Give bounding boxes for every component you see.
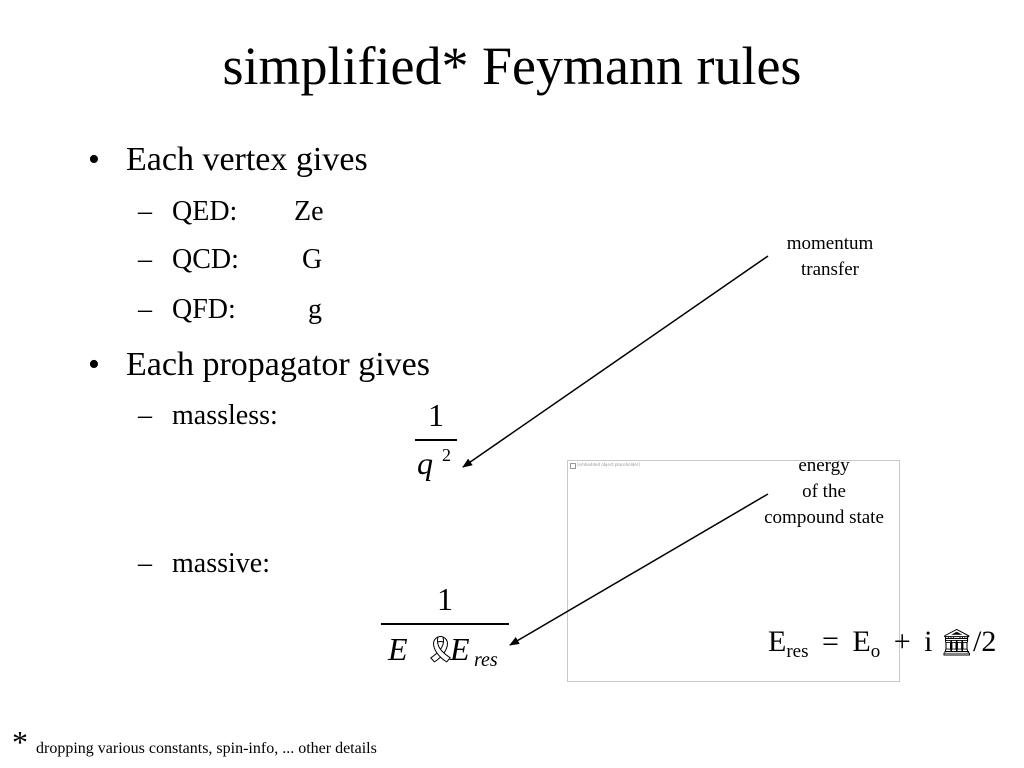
dash-icon: – xyxy=(138,244,152,275)
bullet-dot-icon: • xyxy=(88,346,100,383)
footnote: * dropping various constants, spin-info,… xyxy=(12,724,377,761)
eres-sub: res xyxy=(786,641,809,662)
placeholder-icon xyxy=(570,463,576,469)
energy-arrow xyxy=(509,493,769,646)
resonance-formula: Eres = Eo + i 🏛/2 xyxy=(768,624,996,670)
annotation-compound-energy: energy of the compound state xyxy=(745,453,903,531)
bullet-text: Each propagator gives xyxy=(126,346,430,383)
slide-title: simplified* Feymann rules xyxy=(222,36,802,96)
sub-bullet-value: g xyxy=(308,294,322,325)
e0-sub: o xyxy=(870,641,881,662)
annotation-line: of the xyxy=(802,481,846,502)
sub-bullet-label: QCD: xyxy=(172,244,239,275)
annotation-line: energy xyxy=(798,455,850,476)
dash-icon: – xyxy=(138,400,152,431)
massive-denominator: E 🎗 E res xyxy=(380,625,510,673)
dash-icon: – xyxy=(138,196,152,227)
building-glyph-icon: 🏛 xyxy=(940,628,974,657)
imaginary-i: i xyxy=(924,625,933,658)
massless-formula: 1 q 2 xyxy=(414,397,458,485)
bullet-text: Each vertex gives xyxy=(126,141,368,178)
ribbon-glyph-icon: 🎗 xyxy=(424,635,458,664)
divide-by-two: /2 xyxy=(973,625,997,658)
massless-numerator: 1 xyxy=(428,397,444,433)
footnote-text: dropping various constants, spin-info, .… xyxy=(36,740,377,757)
e0-e: E xyxy=(852,625,871,658)
denominator-e: E xyxy=(388,631,408,667)
sub-bullet-label: QED: xyxy=(172,196,238,227)
annotation-momentum-transfer: momentum transfer xyxy=(760,231,900,283)
plus-sign: + xyxy=(893,625,911,658)
denominator-q: q xyxy=(417,445,433,481)
annotation-line: compound state xyxy=(764,507,884,528)
sub-bullet-label: QFD: xyxy=(172,294,236,325)
annotation-line: momentum xyxy=(786,233,874,254)
dash-icon: – xyxy=(138,294,152,325)
annotation-line: transfer xyxy=(800,259,860,280)
fraction-bar xyxy=(381,623,509,625)
sub-bullet-value: Ze xyxy=(294,196,324,227)
massless-denominator: q 2 xyxy=(414,441,458,485)
massive-numerator: 1 xyxy=(437,581,453,617)
bullet-dot-icon: • xyxy=(88,141,100,178)
equals-sign: = xyxy=(821,625,839,658)
sub-bullet-value: G xyxy=(302,244,323,275)
fraction-bar xyxy=(415,439,457,441)
denominator-eres: E xyxy=(450,631,470,667)
res-subscript: res xyxy=(474,649,498,671)
footnote-star: * xyxy=(12,724,28,760)
eres-e: E xyxy=(768,625,787,658)
dash-icon: – xyxy=(138,548,152,579)
embedded-object-frame: [embedded object placeholder] xyxy=(567,460,900,682)
sub-bullet-label: massless: xyxy=(172,400,278,431)
massive-formula: 1 E 🎗 E res xyxy=(380,581,510,673)
sub-bullet-label: massive: xyxy=(172,548,270,579)
exponent: 2 xyxy=(442,445,451,465)
momentum-arrow xyxy=(462,255,769,468)
embedded-object-caption: [embedded object placeholder] xyxy=(577,462,640,467)
